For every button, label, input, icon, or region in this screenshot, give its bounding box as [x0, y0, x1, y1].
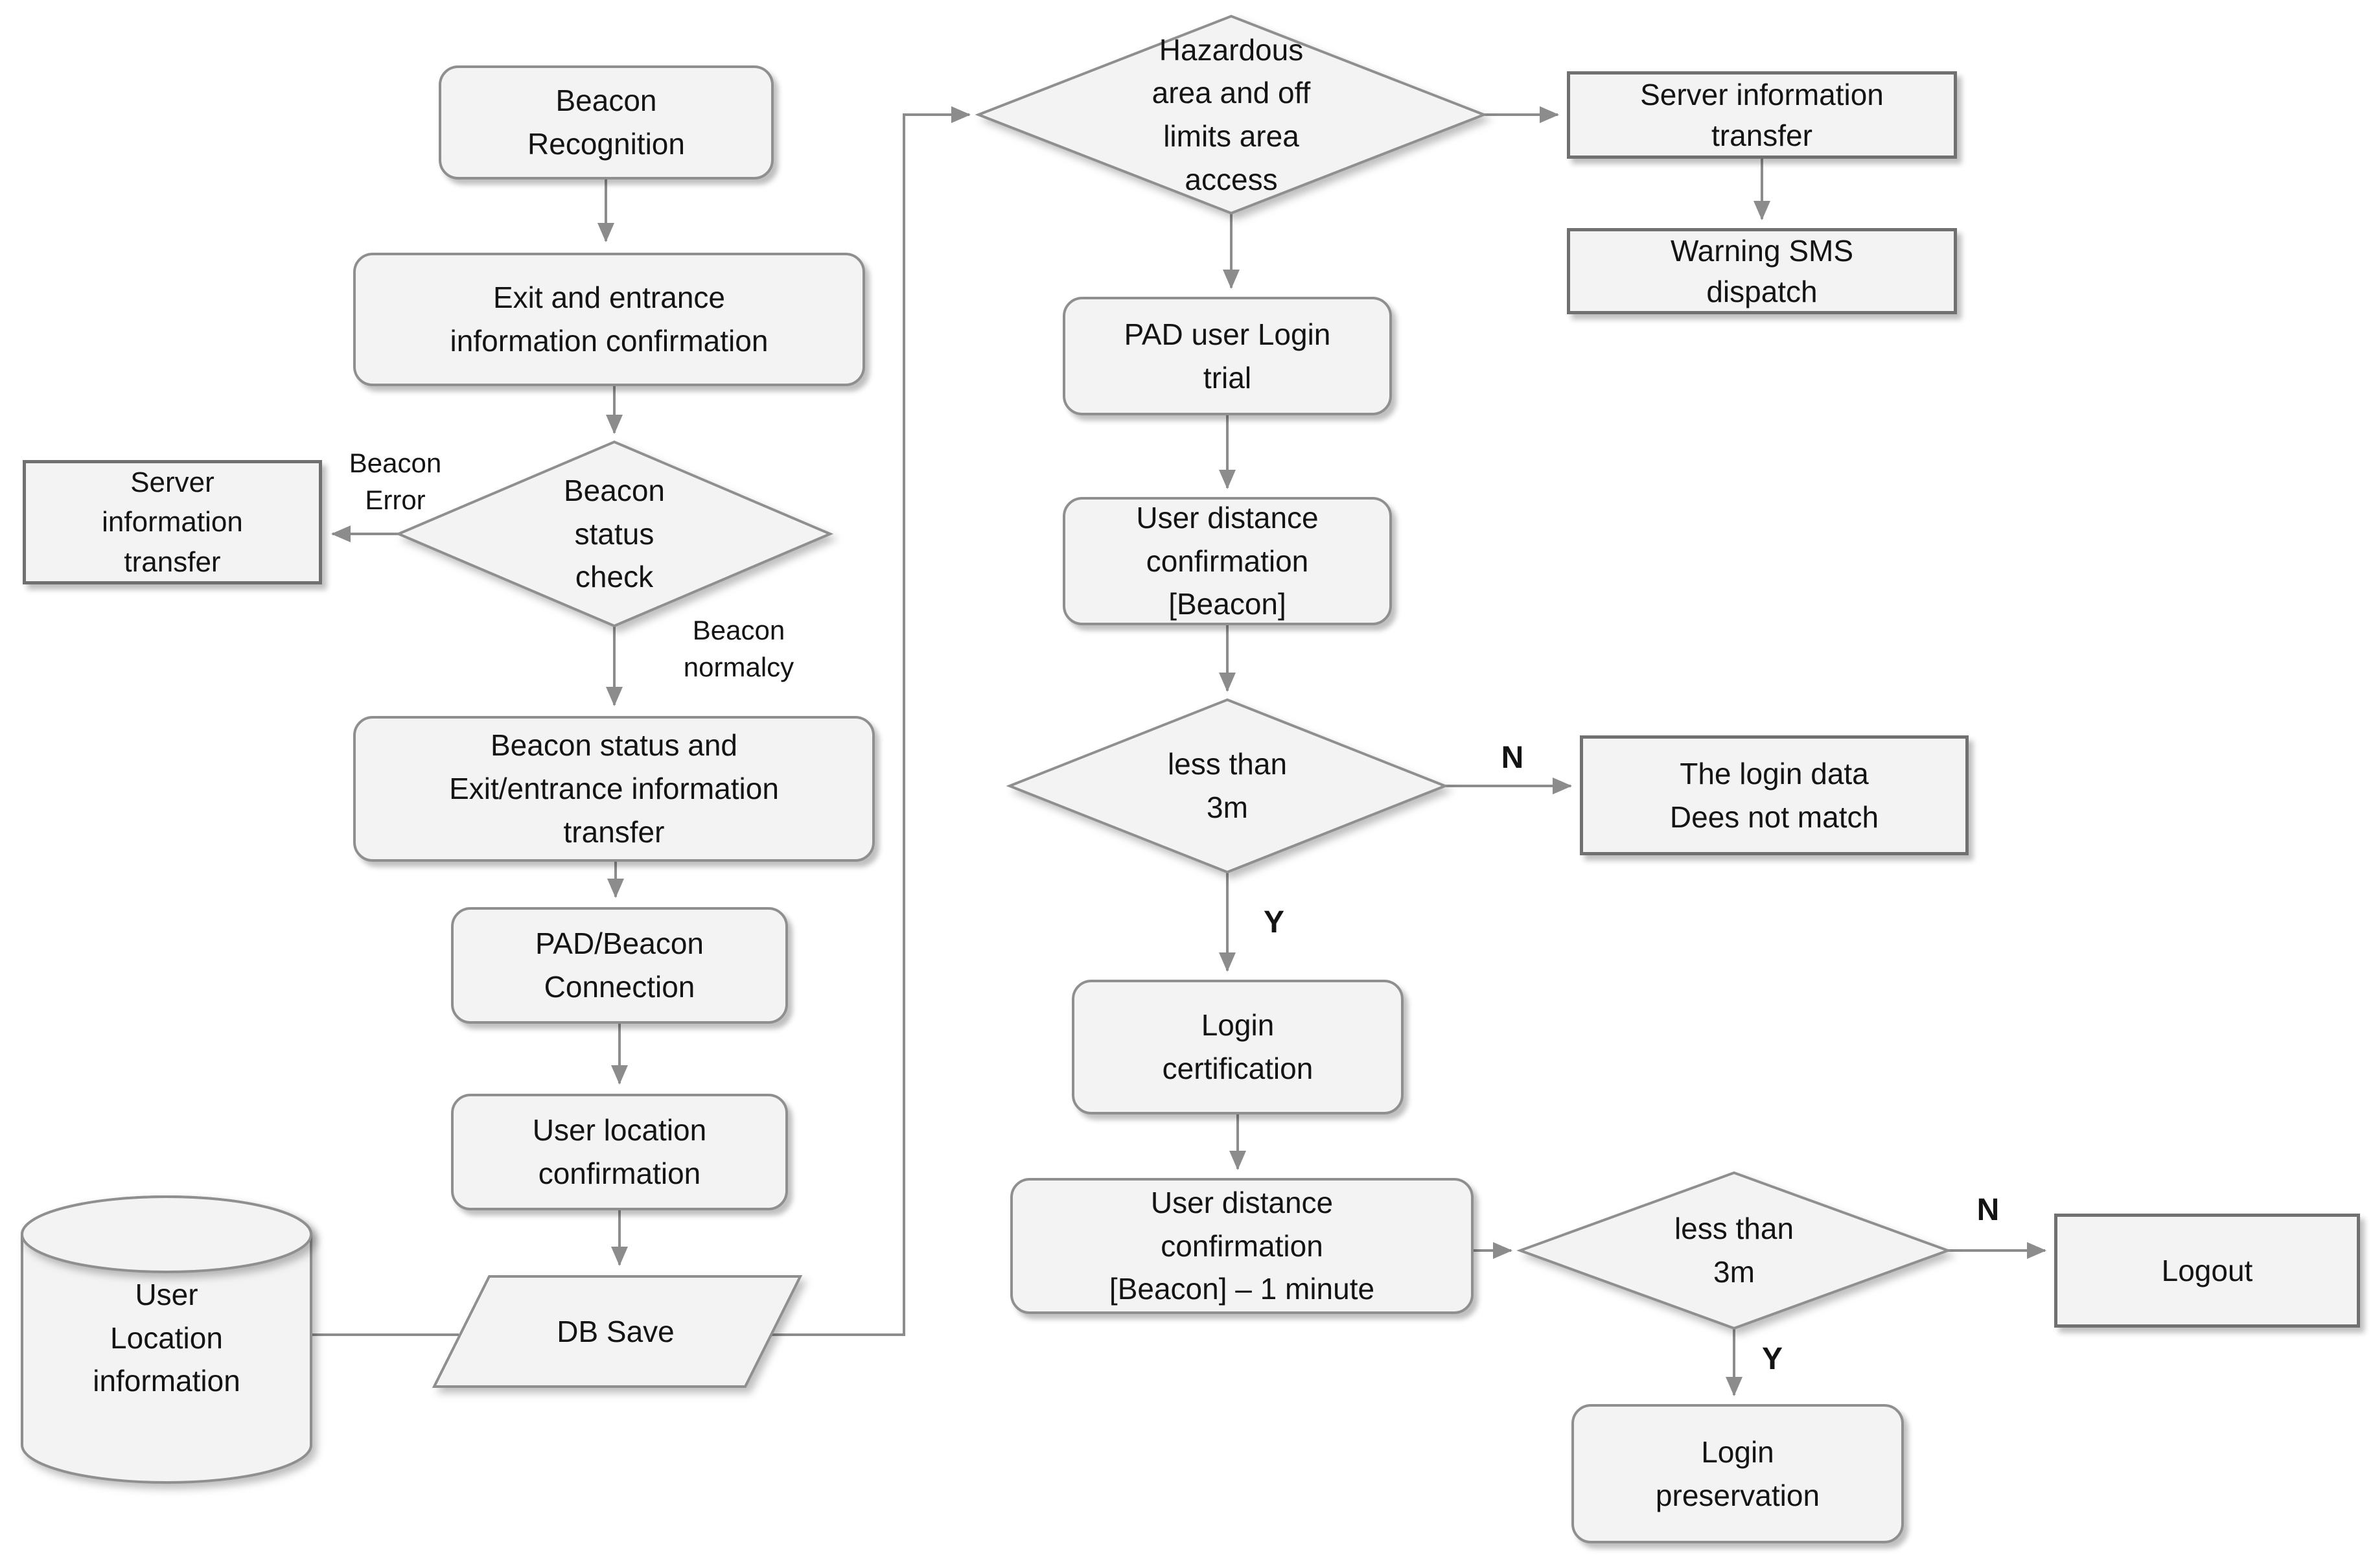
edge-label-n-logout: N	[1976, 1193, 2000, 1227]
node-server-information-transfer-right: Server information transfer	[1567, 71, 1957, 159]
edge-label-y-login: Y	[1263, 905, 1284, 940]
database-cylinder-top	[21, 1195, 312, 1273]
edge-label-beacon-error: Beacon Error	[349, 448, 442, 515]
decision-hazardous-area-access	[975, 14, 1488, 215]
decision-beacon-status-check	[395, 440, 834, 628]
node-user-distance-confirmation-1min: User distance confirmation [Beacon] – 1 …	[1010, 1178, 1474, 1314]
node-beacon-status-transfer: Beacon status and Exit/entrance informat…	[353, 716, 875, 862]
decision-less-than-3m-logout	[1516, 1171, 1952, 1330]
node-exit-entrance-confirmation: Exit and entrance information confirmati…	[353, 253, 865, 386]
node-user-distance-confirmation: User distance confirmation [Beacon]	[1063, 497, 1392, 625]
node-login-preservation: Login preservation	[1571, 1404, 1904, 1543]
decision-less-than-3m-login	[1006, 698, 1449, 874]
node-login-certification: Login certification	[1072, 980, 1404, 1114]
node-warning-sms-dispatch: Warning SMS dispatch	[1567, 228, 1957, 314]
data-io-db-save	[432, 1275, 803, 1388]
node-beacon-recognition: Beacon Recognition	[439, 65, 774, 179]
edge-label-y-logout: Y	[1761, 1342, 1783, 1376]
node-logout: Logout	[2054, 1214, 2360, 1328]
node-pad-user-login-trial: PAD user Login trial	[1063, 297, 1392, 415]
node-pad-beacon-connection: PAD/Beacon Connection	[451, 907, 788, 1024]
node-login-data-not-match: The login data Dees not match	[1580, 735, 1969, 855]
connector-dbsave-to-hazardous-loop	[771, 106, 971, 1336]
edge-label-beacon-normalcy: Beacon normalcy	[683, 615, 794, 682]
node-user-location-confirmation: User location confirmation	[451, 1094, 788, 1210]
edge-label-n-login: N	[1501, 741, 1524, 775]
node-server-information-transfer-left: Server information transfer	[23, 460, 322, 584]
